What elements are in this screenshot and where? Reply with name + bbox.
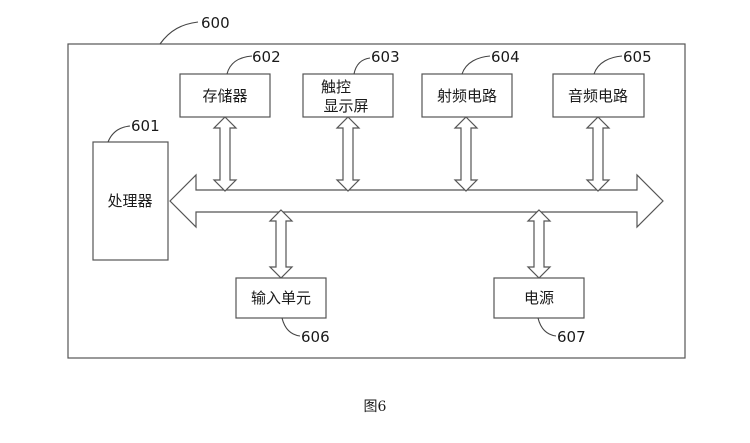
processor-label: 处理器 bbox=[107, 192, 152, 210]
leader-line-607 bbox=[537, 317, 557, 337]
memory-box bbox=[179, 73, 271, 118]
ref-605: 605 bbox=[623, 48, 652, 66]
touch-display-label-line1: 触控 bbox=[321, 78, 351, 96]
audio-circuit-label: 音频电路 bbox=[568, 87, 628, 105]
leader-line-600 bbox=[159, 21, 199, 45]
power-label: 电源 bbox=[524, 289, 554, 307]
memory-bus-arrow bbox=[212, 116, 238, 192]
input-unit-label: 输入单元 bbox=[251, 289, 311, 307]
ref-601: 601 bbox=[131, 117, 160, 135]
leader-line-602 bbox=[226, 55, 253, 75]
rf-circuit-box bbox=[421, 73, 513, 118]
figure-caption: 图6 bbox=[364, 399, 387, 415]
ref-607: 607 bbox=[557, 328, 586, 346]
memory-label: 存储器 bbox=[202, 87, 247, 105]
rf-bus-arrow bbox=[453, 116, 479, 192]
touch-display-label-line2: 显示屏 bbox=[323, 97, 368, 115]
leader-line-601 bbox=[107, 125, 131, 143]
input-unit-box bbox=[235, 277, 327, 319]
ref-600: 600 bbox=[201, 14, 230, 32]
processor-box bbox=[92, 141, 169, 261]
audio-bus-arrow bbox=[585, 116, 611, 192]
leader-line-605 bbox=[593, 55, 623, 75]
ref-604: 604 bbox=[491, 48, 520, 66]
ref-606: 606 bbox=[301, 328, 330, 346]
leader-line-604 bbox=[461, 55, 491, 75]
audio-circuit-box bbox=[552, 73, 645, 118]
touch-display-box bbox=[302, 73, 394, 118]
rf-circuit-label: 射频电路 bbox=[437, 87, 497, 105]
leader-line-603 bbox=[353, 57, 371, 75]
leader-line-606 bbox=[281, 317, 301, 337]
display-bus-arrow bbox=[335, 116, 361, 192]
power-box bbox=[493, 277, 585, 319]
ref-602: 602 bbox=[252, 48, 281, 66]
system-bus-arrow bbox=[169, 173, 664, 229]
ref-603: 603 bbox=[371, 48, 400, 66]
